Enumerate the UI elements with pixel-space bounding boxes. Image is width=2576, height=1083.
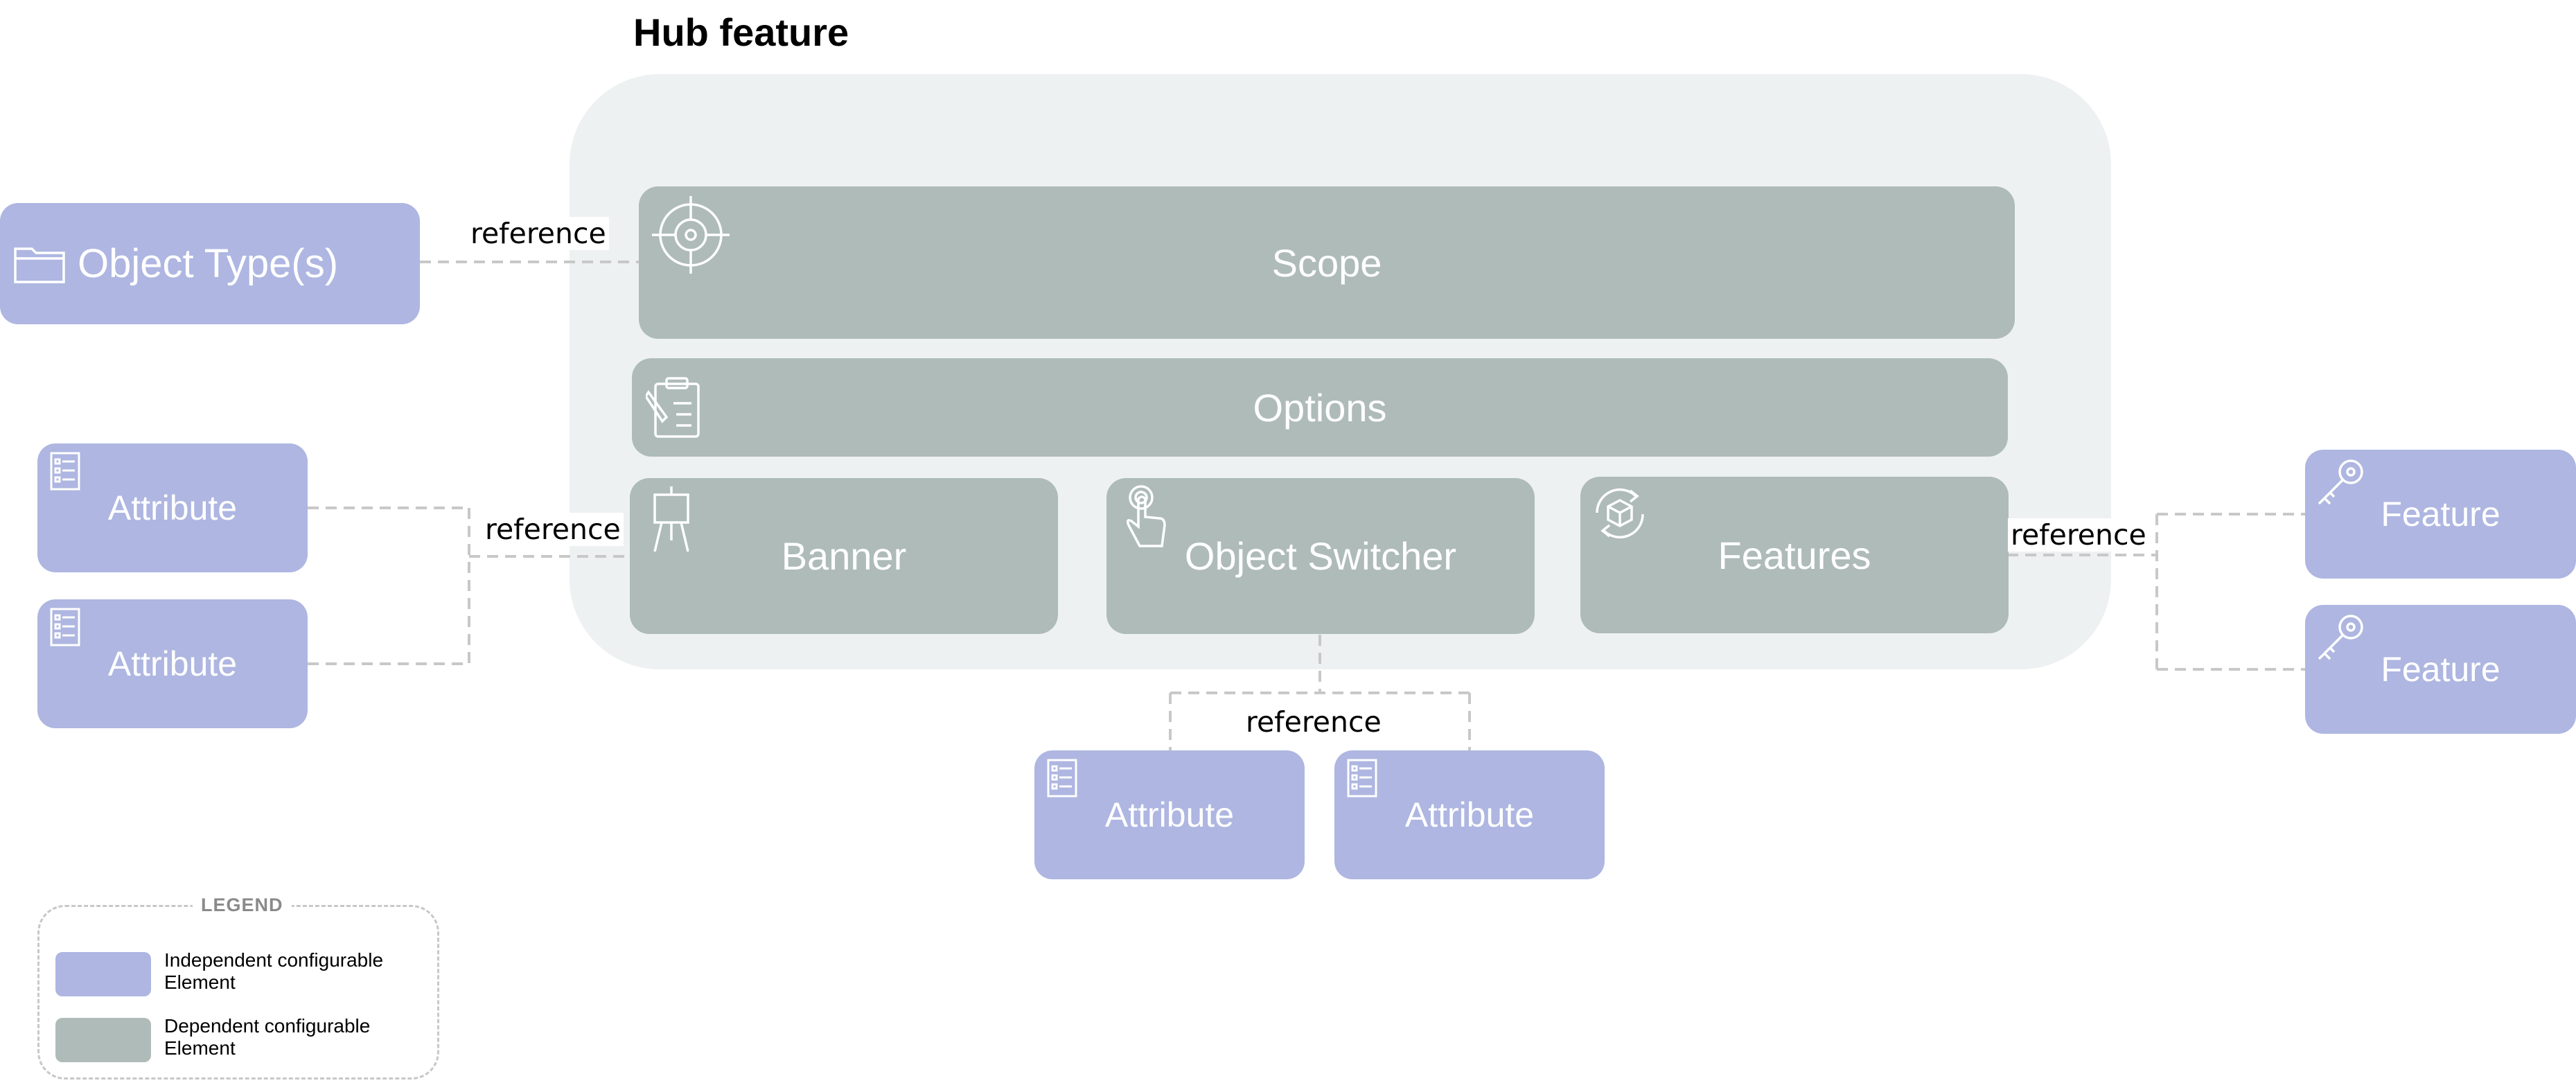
features-label: Features (1718, 533, 1871, 577)
banner-box[interactable]: Banner (630, 478, 1058, 634)
scope-reference-label: reference (468, 217, 609, 250)
object-switcher-label: Object Switcher (1184, 534, 1457, 578)
switcher-attribute-1[interactable]: Attribute (1034, 750, 1305, 879)
feature-1[interactable]: Feature (2305, 450, 2576, 579)
attribute-label: Attribute (107, 488, 238, 527)
switcher-attribute-2[interactable]: Attribute (1334, 750, 1605, 879)
banner-label: Banner (781, 534, 907, 578)
features-reference-label: reference (2008, 518, 2149, 552)
touch-hand-icon (1126, 485, 1166, 547)
object-types-label: Object Type(s) (78, 241, 339, 286)
list-icon (50, 452, 80, 491)
attribute-label: Attribute (107, 644, 238, 683)
cube-cycle-icon (1596, 488, 1644, 539)
target-icon (652, 196, 730, 274)
feature-label: Feature (2381, 650, 2500, 689)
legend-swatch-independent (55, 952, 151, 996)
attribute-label: Attribute (1404, 795, 1535, 834)
key-icon (2318, 459, 2363, 505)
object-switcher-box[interactable]: Object Switcher (1106, 478, 1535, 634)
key-icon (2318, 615, 2363, 660)
legend-label-independent: Independent configurable Element (164, 949, 384, 993)
feature-2[interactable]: Feature (2305, 605, 2576, 734)
legend-title: LEGEND (193, 895, 292, 916)
banner-attribute-1[interactable]: Attribute (37, 443, 308, 572)
list-icon (1347, 759, 1377, 798)
options-label: Options (1253, 385, 1387, 430)
switcher-reference-label: reference (1243, 705, 1384, 739)
folder-icon (14, 247, 65, 283)
easel-icon (653, 486, 689, 552)
diagram-title: Hub feature (633, 10, 849, 54)
banner-reference-label: reference (482, 513, 624, 546)
banner-attribute-2[interactable]: Attribute (37, 599, 308, 728)
feature-label: Feature (2381, 495, 2500, 534)
attribute-label: Attribute (1104, 795, 1235, 834)
scope-box[interactable]: Scope (639, 186, 2015, 339)
legend-swatch-dependent (55, 1018, 151, 1062)
options-box[interactable]: Options (632, 358, 2008, 457)
list-icon (1047, 759, 1077, 798)
clipboard-edit-icon (646, 377, 700, 438)
legend-label-dependent: Dependent configurable Element (164, 1015, 371, 1059)
object-types-box[interactable]: Object Type(s) (0, 203, 420, 324)
scope-label: Scope (1271, 240, 1382, 285)
features-box[interactable]: Features (1580, 477, 2009, 633)
list-icon (50, 608, 80, 646)
